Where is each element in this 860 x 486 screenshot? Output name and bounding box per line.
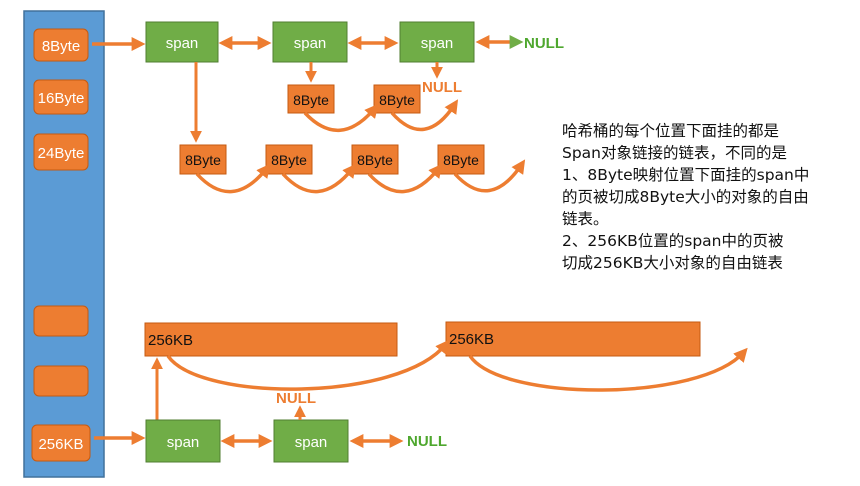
bucket-label: 16Byte bbox=[38, 90, 85, 107]
span-node-1: span bbox=[145, 21, 219, 63]
block-label: 8Byte bbox=[271, 152, 307, 168]
block-8byte-r2-4: 8Byte bbox=[437, 144, 485, 175]
null-label-top-right: NULL bbox=[524, 35, 564, 52]
span-node-2: span bbox=[272, 21, 348, 63]
span-node-256-1: span bbox=[145, 419, 221, 463]
block-label: 8Byte bbox=[443, 152, 479, 168]
bucket-label: 24Byte bbox=[38, 145, 85, 162]
free-list-curve bbox=[367, 163, 443, 194]
free-list-curve bbox=[195, 163, 271, 194]
bucket-label: 8Byte bbox=[42, 38, 80, 55]
free-list-curve-256kb bbox=[468, 347, 748, 392]
bucket-cell-16byte: 16Byte bbox=[33, 79, 89, 115]
free-list-curve bbox=[303, 103, 379, 132]
free-list-curve bbox=[281, 163, 357, 194]
null-label-bottom-right: NULL bbox=[407, 433, 447, 450]
block-8byte-r1-2: 8Byte bbox=[373, 84, 421, 114]
note-line: 的页被切成8Byte大小的对象的自由 bbox=[562, 188, 809, 206]
null-label-span3: NULL bbox=[422, 79, 462, 96]
span-node-256-2: span bbox=[273, 419, 349, 463]
span-label: span bbox=[167, 434, 200, 451]
note-line: 切成256KB大小对象的自由链表 bbox=[562, 254, 783, 272]
block-label: 8Byte bbox=[379, 92, 415, 108]
span-label: span bbox=[421, 35, 454, 52]
null-label-span256-2: NULL bbox=[276, 390, 316, 407]
free-list-curve bbox=[453, 159, 526, 193]
block-256kb-1: 256KB bbox=[144, 322, 398, 357]
note-line: 2、256KB位置的span中的页被 bbox=[562, 232, 784, 250]
block-8byte-r2-1: 8Byte bbox=[179, 144, 227, 175]
bucket-label: 256KB bbox=[38, 436, 83, 453]
bucket-cell-empty-1 bbox=[33, 305, 89, 337]
block-label: 8Byte bbox=[357, 152, 393, 168]
bucket-cell-empty-2 bbox=[33, 365, 89, 397]
block-8byte-r2-2: 8Byte bbox=[265, 144, 313, 175]
note-line: 哈希桶的每个位置下面挂的都是 bbox=[562, 122, 780, 140]
block-256kb-2: 256KB bbox=[445, 321, 701, 357]
note-line: 链表。 bbox=[562, 210, 609, 228]
free-list-curve-256kb bbox=[166, 339, 450, 391]
free-list-curve bbox=[390, 99, 459, 132]
block-8byte-r1-1: 8Byte bbox=[287, 84, 335, 114]
span-label: span bbox=[294, 35, 327, 52]
block-label: 8Byte bbox=[185, 152, 221, 168]
bucket-cell-8byte: 8Byte bbox=[33, 28, 89, 62]
span-label: span bbox=[166, 35, 199, 52]
block-label: 8Byte bbox=[293, 92, 329, 108]
bucket-cell-256kb: 256KB bbox=[31, 424, 91, 462]
span-node-3: span bbox=[399, 21, 475, 63]
explanation-note: 哈希桶的每个位置下面挂的都是 Span对象链接的链表，不同的是 1、8Byte映… bbox=[562, 120, 852, 274]
block-label: 256KB bbox=[148, 332, 193, 349]
span-label: span bbox=[295, 434, 328, 451]
bucket-cell-24byte: 24Byte bbox=[33, 133, 89, 171]
note-line: 1、8Byte映射位置下面挂的span中 bbox=[562, 166, 810, 184]
note-line: Span对象链接的链表，不同的是 bbox=[562, 144, 788, 162]
block-8byte-r2-3: 8Byte bbox=[351, 144, 399, 175]
block-label: 256KB bbox=[449, 331, 494, 348]
